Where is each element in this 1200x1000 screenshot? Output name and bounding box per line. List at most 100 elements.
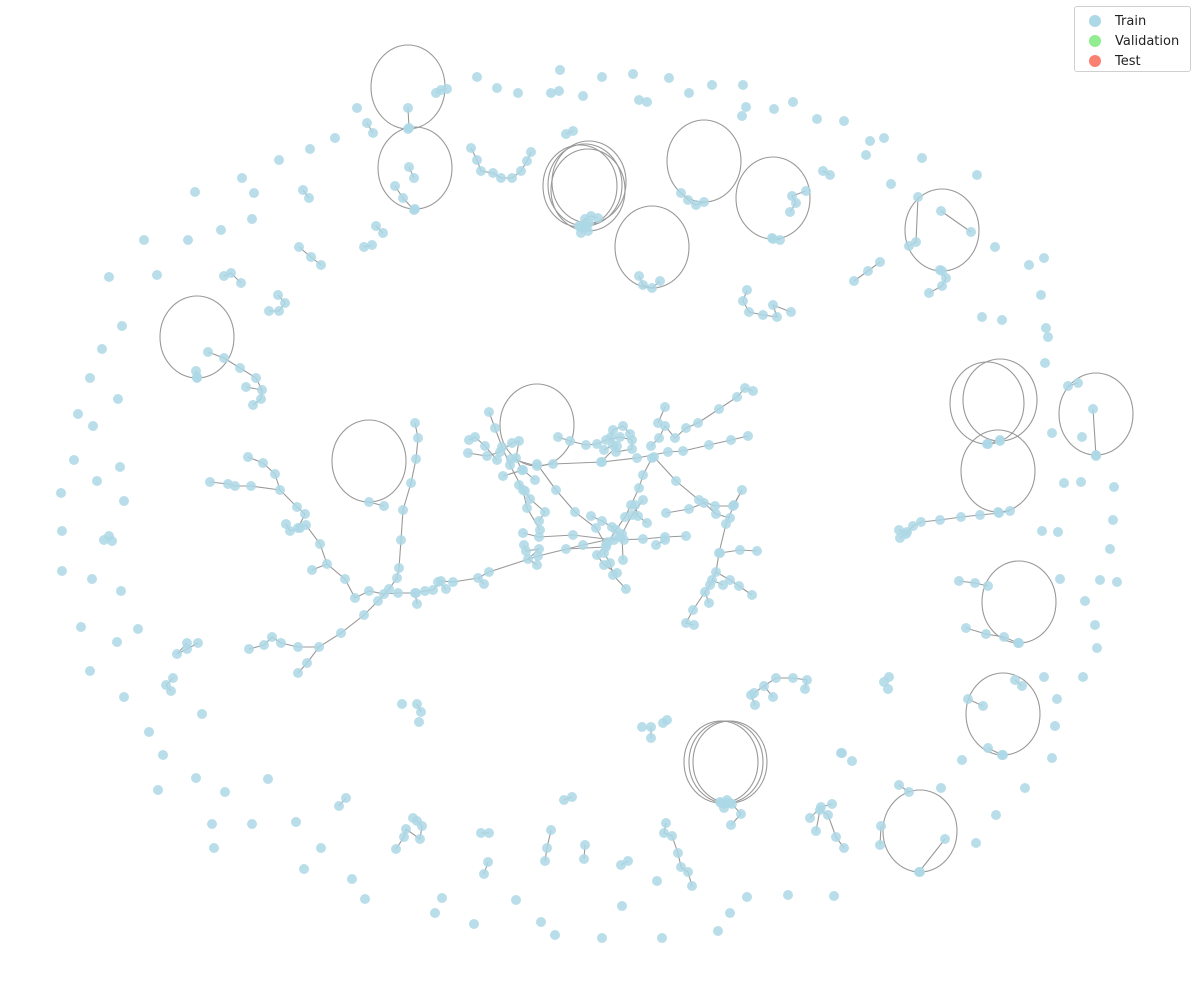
graph-node xyxy=(1073,378,1083,388)
graph-node xyxy=(651,540,661,550)
graph-node xyxy=(417,821,427,831)
graph-node xyxy=(1005,506,1015,516)
graph-node xyxy=(304,193,314,203)
graph-node xyxy=(1014,638,1024,648)
graph-node xyxy=(292,502,302,512)
graph-node xyxy=(306,252,316,262)
graph-node xyxy=(699,498,709,508)
graph-node xyxy=(362,118,372,128)
graph-nodes xyxy=(56,65,1122,943)
graph-node xyxy=(917,153,927,163)
graph-node xyxy=(726,435,736,445)
graph-node xyxy=(92,476,102,486)
graph-node xyxy=(244,644,254,654)
graph-node xyxy=(112,637,122,647)
graph-node xyxy=(264,306,274,316)
graph-node xyxy=(390,181,400,191)
graph-node xyxy=(937,266,947,276)
graph-node xyxy=(430,908,440,918)
graph-node xyxy=(829,891,839,901)
graph-node xyxy=(1024,260,1034,270)
graph-node xyxy=(683,867,693,877)
graph-node xyxy=(772,312,782,322)
graph-edge xyxy=(297,422,419,674)
graph-node xyxy=(316,260,326,270)
graph-node xyxy=(638,470,648,480)
self-loop-edge xyxy=(692,720,768,804)
graph-node xyxy=(1036,290,1046,300)
graph-node xyxy=(627,444,637,454)
graph-node xyxy=(373,596,383,606)
graph-node xyxy=(625,429,635,439)
graph-node xyxy=(359,242,369,252)
graph-node xyxy=(270,469,280,479)
graph-node xyxy=(413,433,423,443)
self-loop-edge xyxy=(882,789,958,873)
graph-node xyxy=(409,173,419,183)
graph-node xyxy=(667,831,677,841)
graph-node xyxy=(168,673,178,683)
graph-node xyxy=(1112,577,1122,587)
graph-node xyxy=(513,88,523,98)
graph-node xyxy=(839,116,849,126)
graph-node xyxy=(401,824,411,834)
graph-node xyxy=(586,511,596,521)
graph-edge xyxy=(209,481,621,599)
graph-node xyxy=(642,518,652,528)
graph-node xyxy=(235,363,245,373)
graph-node xyxy=(676,188,686,198)
graph-node xyxy=(734,581,744,591)
graph-node xyxy=(634,483,644,493)
graph-node xyxy=(559,795,569,805)
graph-node xyxy=(442,84,452,94)
graph-node xyxy=(678,446,688,456)
graph-node xyxy=(983,743,993,753)
graph-node xyxy=(972,170,982,180)
graph-node xyxy=(568,530,578,540)
graph-node xyxy=(654,433,664,443)
graph-node xyxy=(924,288,934,298)
graph-node xyxy=(805,813,815,823)
graph-node xyxy=(476,828,486,838)
graph-node xyxy=(660,535,670,545)
graph-node xyxy=(704,598,714,608)
graph-node xyxy=(655,276,665,286)
self-loop-edge xyxy=(542,144,618,228)
graph-node xyxy=(580,840,590,850)
graph-node xyxy=(285,526,295,536)
graph-node xyxy=(546,88,556,98)
graph-node xyxy=(1063,381,1073,391)
graph-node xyxy=(578,91,588,101)
graph-node xyxy=(1105,544,1115,554)
graph-node xyxy=(236,278,246,288)
graph-node xyxy=(397,699,407,709)
graph-node xyxy=(554,86,564,96)
graph-node xyxy=(420,586,430,596)
graph-node xyxy=(638,280,648,290)
self-loop-edge xyxy=(499,383,575,467)
graph-node xyxy=(526,147,536,157)
graph-node xyxy=(368,128,378,138)
graph-node xyxy=(1041,323,1051,333)
graph-node xyxy=(555,65,565,75)
graph-node xyxy=(516,166,526,176)
graph-node xyxy=(743,431,753,441)
graph-node xyxy=(551,485,561,495)
graph-edge xyxy=(918,838,946,873)
graph-node xyxy=(747,590,757,600)
graph-node xyxy=(802,675,812,685)
graph-node xyxy=(788,673,798,683)
graph-node xyxy=(336,628,346,638)
graph-node xyxy=(542,843,552,853)
graph-node xyxy=(849,276,859,286)
graph-node xyxy=(982,439,992,449)
graph-node xyxy=(492,455,502,465)
graph-node xyxy=(768,692,778,702)
graph-node xyxy=(839,843,849,853)
graph-node xyxy=(522,156,532,166)
graph-node xyxy=(533,551,543,561)
graph-node xyxy=(749,688,759,698)
legend-label-train: Train xyxy=(1115,13,1147,29)
graph-node xyxy=(711,509,721,519)
graph-node xyxy=(73,409,83,419)
